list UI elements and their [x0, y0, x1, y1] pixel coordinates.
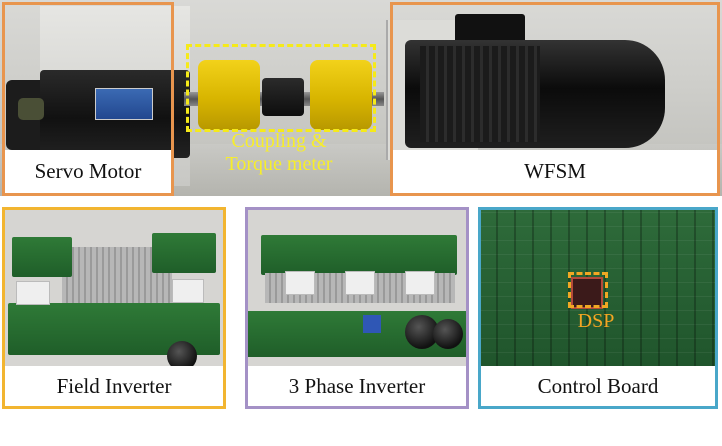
coupling-label-line2: Torque meter: [225, 153, 333, 175]
tp-blue-component: [363, 315, 381, 333]
wfsm-terminal-box: [455, 14, 525, 44]
dsp-chip: [571, 277, 603, 309]
field-inverter-label: Field Inverter: [5, 366, 223, 406]
three-phase-inverter-label: 3 Phase Inverter: [248, 366, 466, 406]
wfsm-label: WFSM: [393, 150, 717, 193]
servo-nameplate: [95, 88, 153, 120]
servo-connector: [18, 98, 44, 120]
dsp-label: DSP: [577, 310, 615, 332]
field-gate-driver-left: [12, 237, 72, 277]
torque-meter-image: [262, 78, 304, 116]
tp-module-2: [345, 271, 375, 295]
field-module-right: [172, 279, 204, 303]
coupling-right: [310, 60, 372, 130]
field-module-left: [16, 281, 50, 305]
tp-module-3: [405, 271, 435, 295]
coupling-left: [198, 60, 260, 130]
coupling-label-line1: Coupling &: [231, 130, 327, 152]
control-board-label: Control Board: [481, 366, 715, 406]
wfsm-cooling-fins: [420, 46, 540, 142]
tp-module-1: [285, 271, 315, 295]
field-gate-driver-right: [152, 233, 216, 273]
tp-gate-driver-row: [261, 235, 457, 275]
coupling-torque-label: Coupling & Torque meter: [196, 130, 362, 176]
tp-capacitor-2: [433, 319, 463, 349]
servo-motor-label: Servo Motor: [5, 150, 171, 193]
